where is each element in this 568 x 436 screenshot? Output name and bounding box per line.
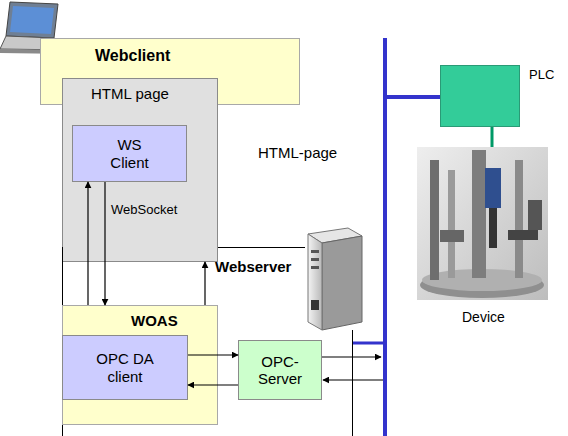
bus-branch xyxy=(385,95,442,99)
node-text: OPC- Server xyxy=(252,353,308,388)
node-text: OPC DA client xyxy=(90,350,160,385)
node-text: Webserver xyxy=(215,258,291,275)
node-text: WS Client xyxy=(105,136,155,171)
bus-branch xyxy=(352,342,385,345)
plc-box: PLC xyxy=(440,65,520,127)
text-slot: WOAS xyxy=(131,312,178,329)
server-region: WebserverWOAS OPC DA client OPC- Server xyxy=(62,247,352,436)
text-slot: Webserver xyxy=(215,258,291,275)
process-box: WS Client xyxy=(72,125,187,182)
node-text: Webclient xyxy=(95,47,170,65)
webserver-outline xyxy=(218,247,305,248)
device-label: Device xyxy=(462,309,505,325)
node-text: PLC xyxy=(529,68,554,83)
bus-wire xyxy=(322,356,381,357)
text-slot: PLC xyxy=(529,68,554,83)
protocol-label: WebSocket xyxy=(111,203,177,218)
server-box: OPC- Server xyxy=(238,340,322,400)
text-slot: WS Client xyxy=(73,126,186,181)
server-icon xyxy=(308,228,362,330)
node-text: HTML page xyxy=(91,85,169,102)
page-box: HTML page WS Client xyxy=(62,78,218,262)
gateway-box: WOAS OPC DA client xyxy=(62,305,218,425)
text-slot: Webclient xyxy=(95,47,170,65)
text-slot: HTML page xyxy=(91,85,169,102)
arrow-connector xyxy=(204,262,205,305)
device-photo xyxy=(417,147,548,300)
webserver-outline xyxy=(352,330,353,436)
bus-wire xyxy=(323,379,383,380)
text-slot: OPC- Server xyxy=(239,341,321,399)
process-box: OPC DA client xyxy=(62,335,188,400)
arrow-connector xyxy=(87,182,88,305)
arrow-connector xyxy=(188,384,238,385)
arrow-connector xyxy=(104,182,105,305)
node-text: WOAS xyxy=(131,312,178,329)
page-label: HTML-page xyxy=(258,144,337,161)
text-slot: OPC DA client xyxy=(63,336,187,399)
arrow-connector xyxy=(188,354,238,355)
